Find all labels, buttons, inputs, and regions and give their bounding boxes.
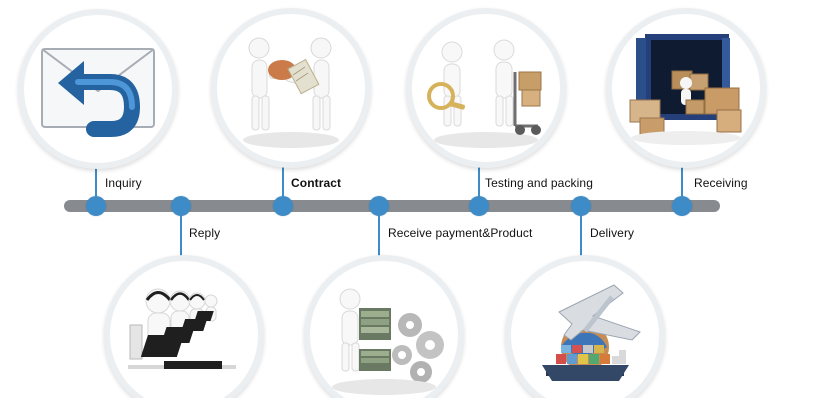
node-reply xyxy=(171,196,191,216)
bottom-strip xyxy=(0,398,820,408)
label-receiving: Receiving xyxy=(694,176,748,190)
label-testing-packing: Testing and packing xyxy=(485,176,593,190)
timeline-bar xyxy=(64,200,720,212)
label-delivery: Delivery xyxy=(590,226,635,240)
stem-inquiry xyxy=(95,148,97,198)
node-receiving xyxy=(672,196,692,216)
envelope-reply-illustration xyxy=(41,48,155,137)
envelope-reply-icon xyxy=(18,9,178,169)
container-boxes-illustration xyxy=(629,34,742,145)
money-gears-illustration xyxy=(332,288,444,395)
contract-handshake-illustration xyxy=(243,37,339,148)
container-boxes-icon xyxy=(606,8,766,168)
node-inquiry xyxy=(86,196,106,216)
node-delivery xyxy=(571,196,591,216)
stem-receiving xyxy=(681,148,683,198)
stem-receive-payment xyxy=(378,214,380,262)
call-center-icon xyxy=(104,255,264,408)
contract-handshake-icon xyxy=(211,8,371,168)
stem-delivery xyxy=(580,214,582,262)
inspection-packing-icon xyxy=(406,8,566,168)
call-center-illustration xyxy=(128,288,236,369)
stem-contract xyxy=(282,148,284,198)
node-testing-packing xyxy=(469,196,489,216)
label-receive-payment: Receive payment&Product xyxy=(388,226,533,240)
plane-ship-illustration xyxy=(542,284,641,381)
node-contract xyxy=(273,196,293,216)
label-reply: Reply xyxy=(189,226,221,240)
node-receive-payment xyxy=(369,196,389,216)
label-inquiry: Inquiry xyxy=(105,176,142,190)
stem-testing-packing xyxy=(478,148,480,198)
money-gears-icon xyxy=(304,255,464,408)
inspection-packing-illustration xyxy=(427,39,542,148)
label-contract: Contract xyxy=(291,176,342,190)
plane-ship-icon xyxy=(505,255,665,408)
stem-reply xyxy=(180,214,182,262)
